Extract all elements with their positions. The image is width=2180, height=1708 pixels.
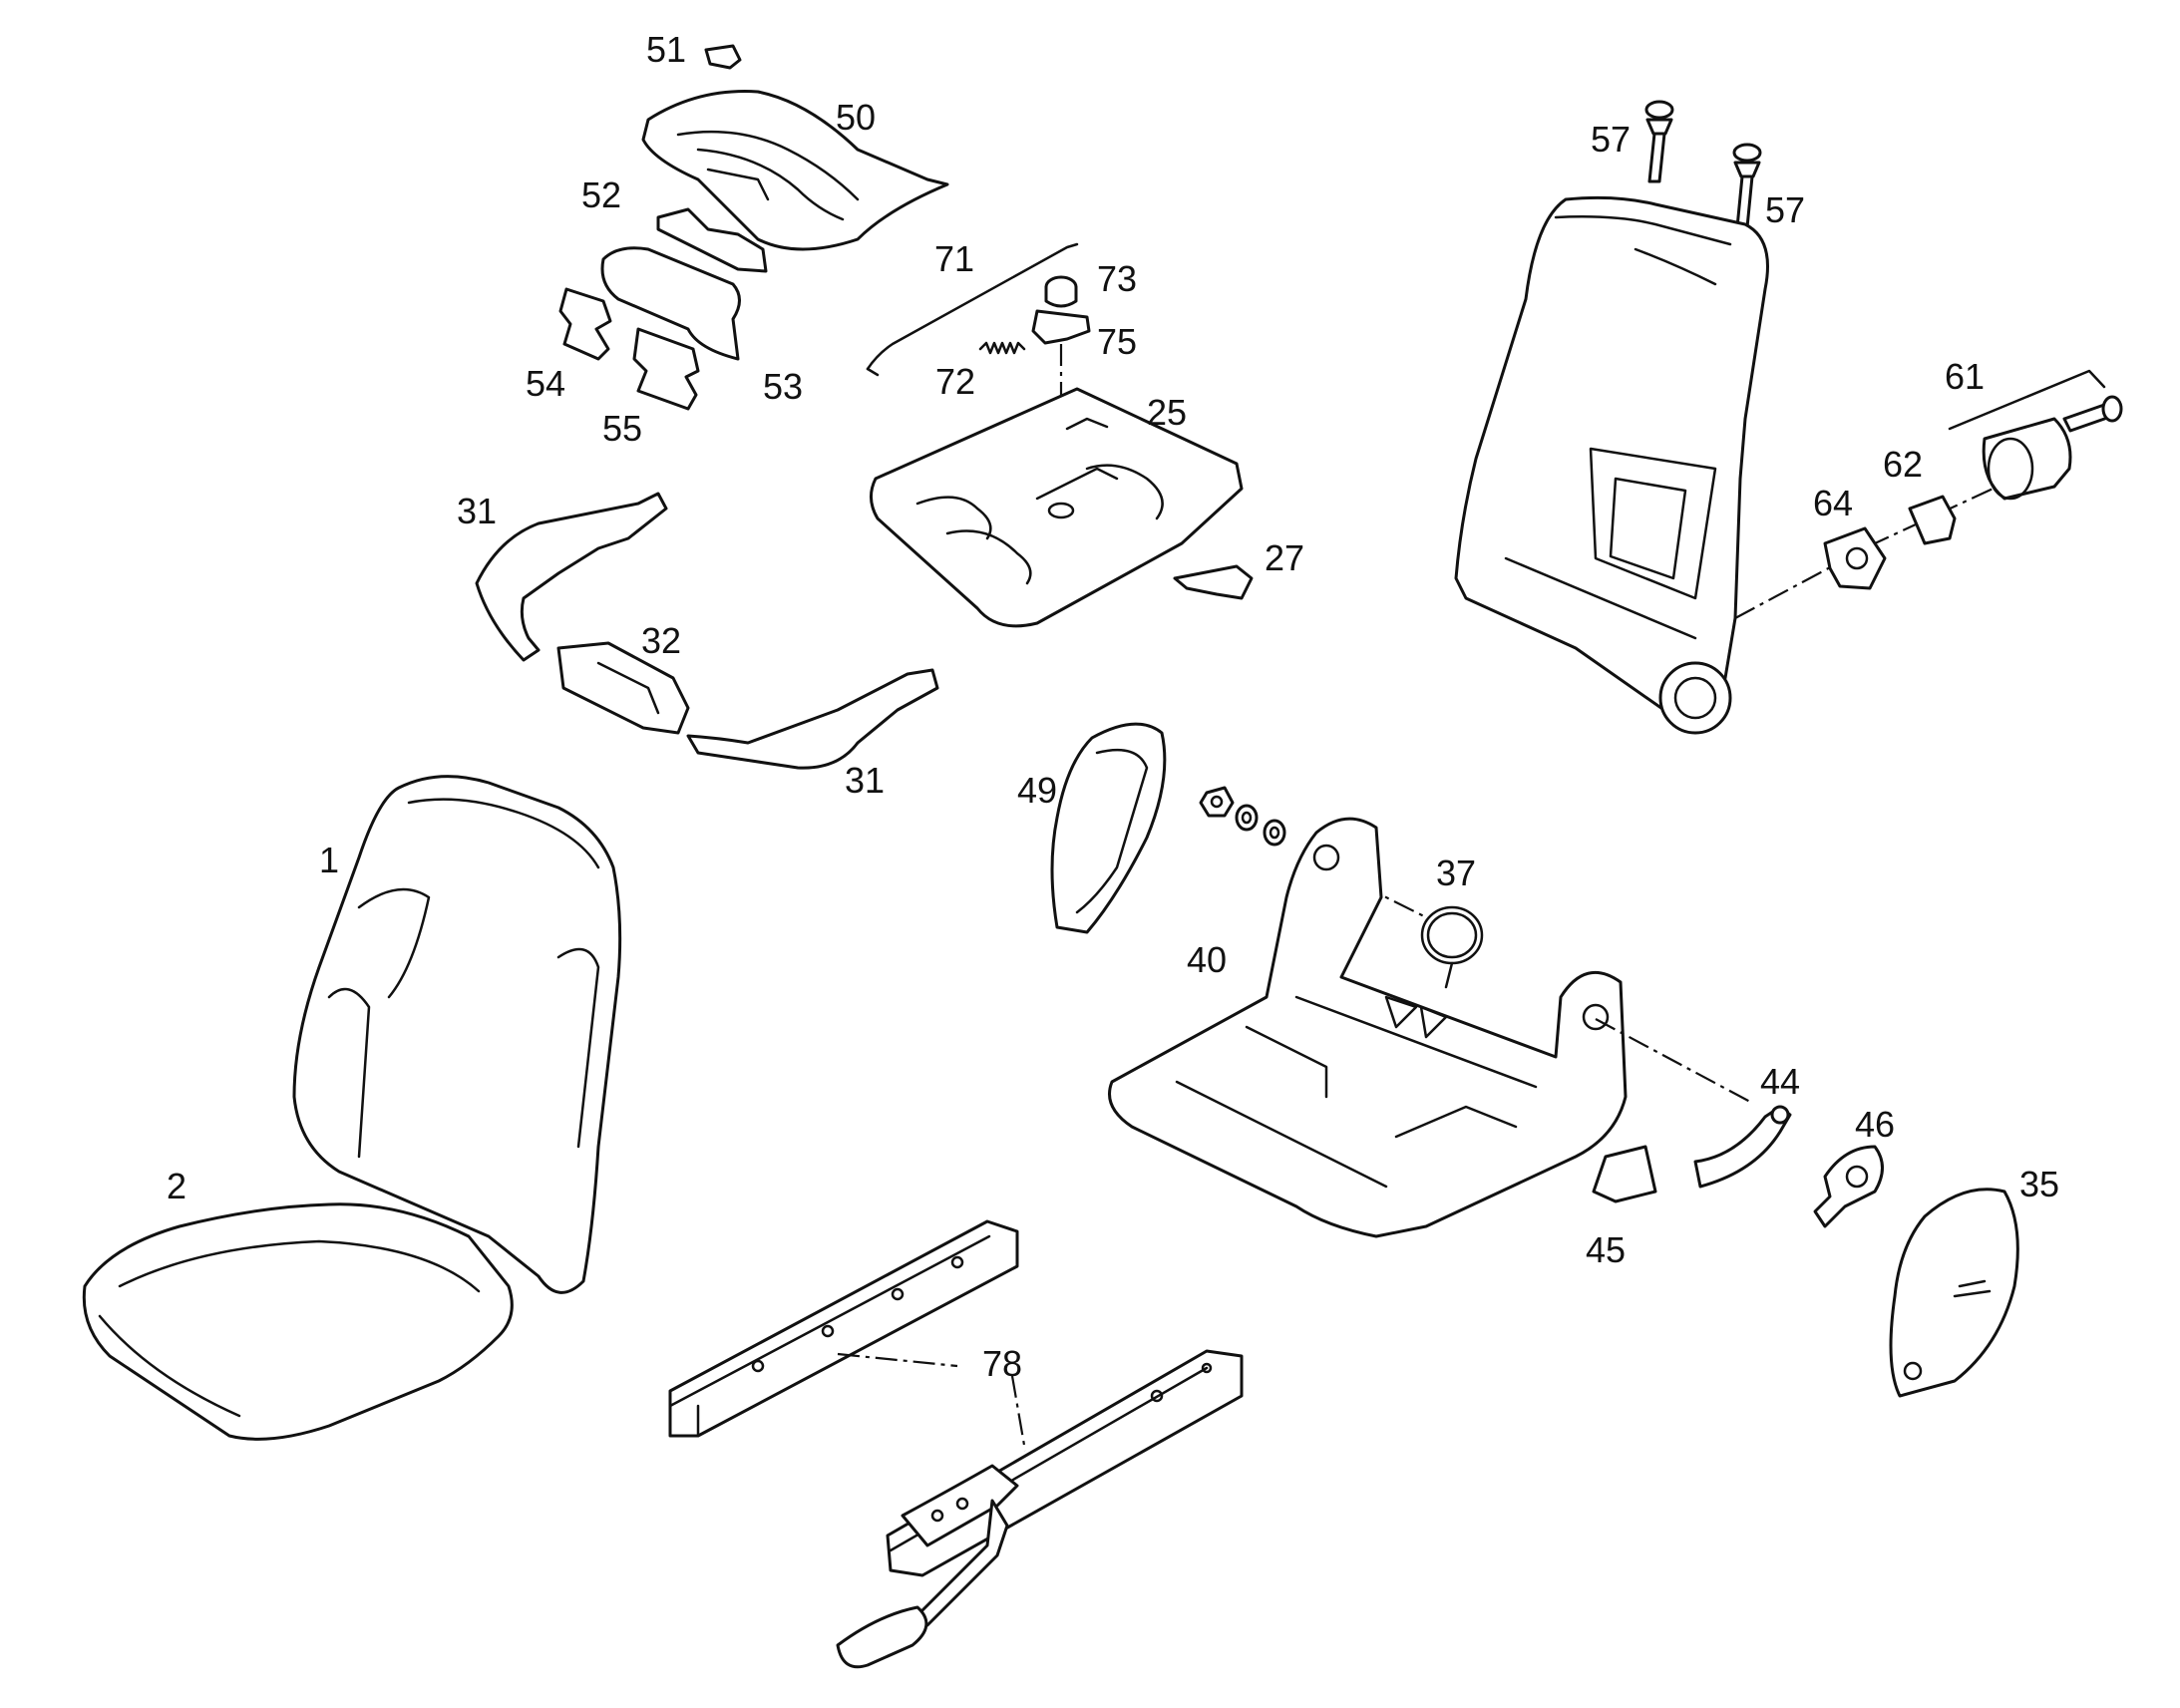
part-50-cushion-plate: [641, 90, 949, 251]
leader-78a: [837, 1352, 958, 1368]
callout-50: 50: [836, 97, 877, 138]
part-45-cap: [1592, 1145, 1657, 1203]
part-57-pin-left: [1644, 100, 1674, 183]
part-54-clip: [558, 287, 612, 361]
part-52-bracket: [656, 207, 768, 273]
part-61-screw: [2062, 395, 2123, 433]
part-27-bracket: [1173, 564, 1254, 600]
callout-45: 45: [1586, 1229, 1627, 1270]
callout-78: 78: [982, 1343, 1023, 1384]
leader-78b: [1010, 1375, 1027, 1452]
callout-27: 27: [1265, 537, 1305, 578]
callout-61: 61: [1945, 356, 1986, 397]
part-78-rail-left: [668, 1219, 1019, 1438]
part-57-pin-right: [1732, 143, 1762, 229]
callout-72: 72: [935, 361, 976, 402]
callout-37: 37: [1436, 853, 1477, 893]
part-64-bracket: [1823, 526, 1887, 590]
axis-line-44: [1595, 1018, 1751, 1103]
callout-31-lower: 31: [845, 760, 886, 801]
part-32-bracket: [556, 641, 690, 735]
callout-57-right: 57: [1765, 189, 1806, 230]
callout-1: 1: [319, 840, 340, 880]
part-25-seat-pan: [870, 387, 1244, 628]
washer-nut: [1199, 786, 1235, 818]
callout-51: 51: [646, 29, 687, 70]
part-75-bracket: [1031, 309, 1091, 345]
washer-1: [1235, 804, 1259, 832]
callout-71: 71: [934, 238, 975, 279]
part-46-plate: [1813, 1145, 1884, 1228]
callout-49: 49: [1017, 770, 1058, 811]
part-61-knob: [1948, 369, 2106, 501]
callout-62: 62: [1883, 444, 1924, 485]
part-31-upper-rail: [475, 492, 668, 662]
washer-2: [1263, 819, 1286, 847]
callout-2: 2: [167, 1166, 187, 1206]
part-53-pad: [600, 246, 741, 361]
callout-25: 25: [1147, 392, 1188, 433]
part-51-clip: [704, 44, 742, 70]
callout-64: 64: [1813, 483, 1854, 523]
callout-54: 54: [526, 363, 566, 404]
callout-53: 53: [763, 366, 804, 407]
part-73-nut: [1044, 275, 1078, 308]
part-35-side-cover: [1889, 1188, 2019, 1398]
part-71-rod: [866, 242, 1079, 377]
callout-32: 32: [641, 620, 682, 661]
part-44-lever: [1693, 1105, 1792, 1189]
part-40-seat-frame: [1108, 817, 1628, 1238]
callout-35: 35: [2019, 1164, 2060, 1204]
part-55-clip: [632, 327, 700, 411]
part-62-collar: [1908, 495, 1957, 545]
part-2-seat-cushion: [82, 1202, 514, 1441]
callout-31-upper: 31: [457, 491, 498, 531]
part-31-lower-rail: [686, 668, 939, 770]
part-72-spring: [978, 341, 1026, 355]
callout-75: 75: [1097, 321, 1138, 362]
part-37-spring: [1420, 905, 1484, 989]
callout-44: 44: [1760, 1061, 1801, 1102]
callout-40: 40: [1187, 939, 1228, 980]
callout-52: 52: [581, 174, 622, 215]
callout-46: 46: [1855, 1104, 1896, 1145]
callout-55: 55: [602, 408, 643, 449]
part-49-side-shield: [1050, 722, 1167, 934]
part-1-backrest-cushion: [292, 775, 622, 1294]
backrest-frame: [1454, 195, 1769, 735]
part-78-rail-right: [836, 1349, 1244, 1669]
callout-57-left: 57: [1591, 119, 1632, 160]
callout-73: 73: [1097, 258, 1138, 299]
